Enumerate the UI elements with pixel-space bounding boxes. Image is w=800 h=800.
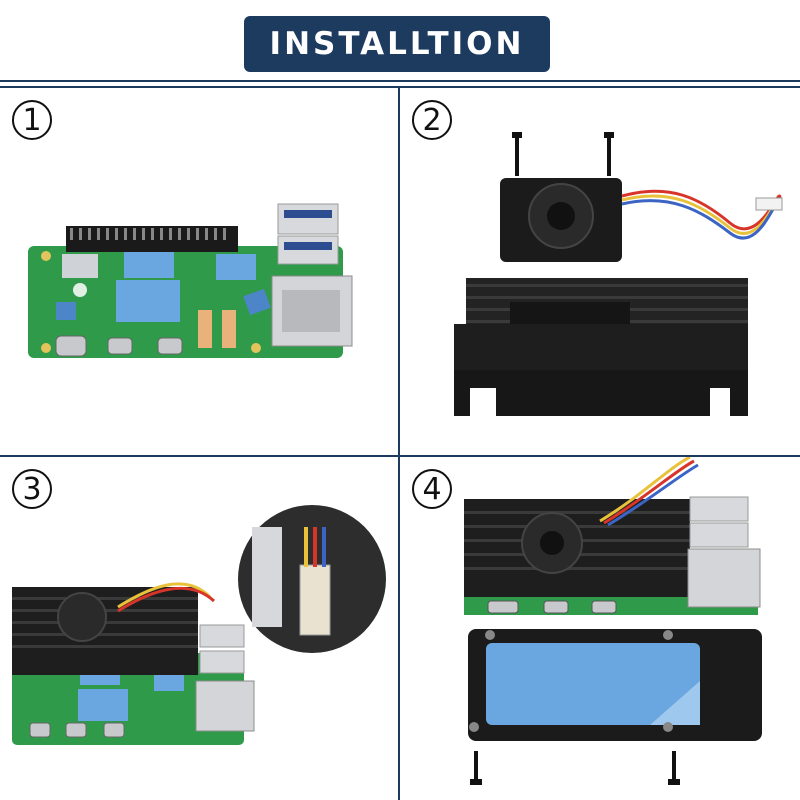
step-1-number: 1: [22, 102, 42, 138]
grid-divider-vertical: [398, 88, 400, 800]
fan-connector: [755, 197, 783, 211]
case-with-fan: [12, 587, 198, 675]
screws-top: [512, 132, 614, 176]
case-mounted-board-illustration: [12, 505, 386, 745]
thermal-pad-1: [124, 252, 174, 278]
step-4-panel: 4: [400, 457, 800, 800]
header: INSTALLTION: [0, 0, 800, 86]
title-banner: INSTALLTION: [244, 16, 550, 72]
grid-divider-horizontal: [0, 455, 800, 457]
step-4-number: 4: [422, 471, 442, 507]
bottom-plate-assembly-illustration: [464, 457, 762, 785]
ribbon-connector-2: [222, 310, 236, 348]
step-3-panel: 3: [0, 457, 398, 800]
step-3-number: 3: [22, 471, 42, 507]
wire-blue: [621, 199, 778, 240]
small-chip: [56, 302, 76, 320]
chip-silver: [62, 254, 98, 278]
step-1-panel: 1: [0, 88, 398, 455]
page-title: INSTALLTION: [269, 26, 525, 62]
thermal-pad-bottom: [486, 643, 700, 725]
header-rule-top: [0, 80, 800, 82]
header-rule-bottom: [0, 86, 800, 88]
ribbon-connector-1: [198, 310, 212, 348]
step-2-panel: 2: [400, 88, 800, 455]
thermal-pad-main: [116, 280, 180, 322]
step-2-badge: 2: [412, 100, 452, 140]
pcb-board: [28, 246, 343, 358]
usb-port-top: [277, 203, 339, 235]
step-1-badge: 1: [12, 100, 52, 140]
step-4-badge: 4: [412, 469, 452, 509]
micro-hdmi-2: [157, 337, 183, 355]
raspberry-pi-board-illustration: [28, 203, 353, 358]
step-2-number: 2: [422, 102, 442, 138]
step-3-badge: 3: [12, 469, 52, 509]
thermal-pad-2: [216, 254, 256, 280]
fan-and-case-illustration: [454, 132, 783, 418]
usb-c-port: [55, 335, 87, 357]
micro-hdmi-1: [107, 337, 133, 355]
screws-bottom: [470, 751, 680, 785]
